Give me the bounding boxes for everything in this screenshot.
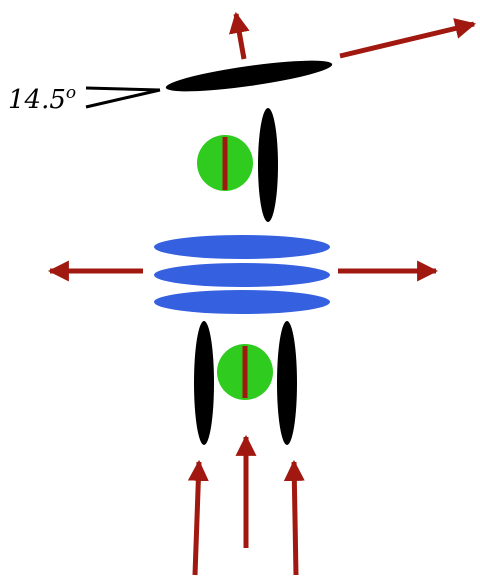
tilted-black-disk <box>165 60 333 92</box>
blue-disk-3 <box>154 290 330 314</box>
angle-marker-lines <box>85 86 161 109</box>
blue-disk-2 <box>154 263 330 287</box>
upward-arrow-top <box>228 11 250 60</box>
vertical-black-disk-lower-left <box>194 321 214 445</box>
incoming-arrow-right <box>283 459 305 576</box>
diagonal-arrow-top-right <box>339 18 477 59</box>
vertical-black-disk-lower-right <box>277 321 297 445</box>
vertical-black-disk-upper <box>258 108 278 222</box>
angle-value-label: 14.5o <box>8 83 76 115</box>
blue-disk-1 <box>154 235 330 259</box>
incoming-arrow-left <box>187 459 209 576</box>
